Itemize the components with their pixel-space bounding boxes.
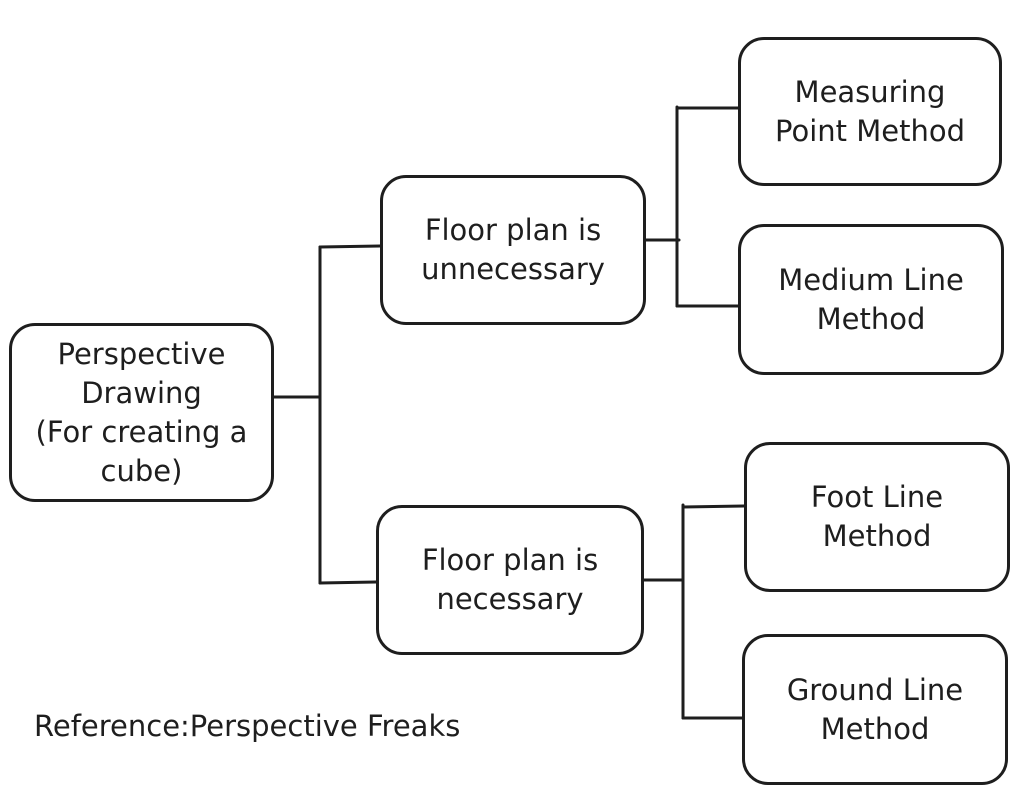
- connector-to-foot-line: [681, 504, 746, 509]
- node-measuring-point-method: Measuring Point Method: [738, 37, 1002, 186]
- node-label: Floor plan is necessary: [421, 543, 599, 616]
- node-label: Medium Line Method: [778, 262, 964, 336]
- node-floor-plan-necessary: Floor plan is necessary: [376, 505, 644, 655]
- node-foot-line-method: Foot Line Method: [744, 442, 1010, 592]
- node-label: Floor plan is unnecessary: [421, 213, 605, 286]
- node-label: Measuring Point Method: [775, 74, 965, 148]
- node-medium-line-method: Medium Line Method: [738, 224, 1004, 375]
- connector-to-necessary: [318, 580, 378, 585]
- node-perspective-drawing: Perspective Drawing (For creating a cube…: [9, 323, 274, 502]
- node-label: Foot Line Method: [810, 480, 944, 553]
- node-label: Ground Line Method: [786, 672, 964, 746]
- connector-to-unnecessary: [318, 244, 382, 249]
- reference-note: Reference:Perspective Freaks: [34, 709, 461, 743]
- node-ground-line-method: Ground Line Method: [742, 634, 1008, 785]
- node-floor-plan-unnecessary: Floor plan is unnecessary: [380, 175, 646, 325]
- node-label: Perspective Drawing (For creating a cube…: [35, 336, 248, 488]
